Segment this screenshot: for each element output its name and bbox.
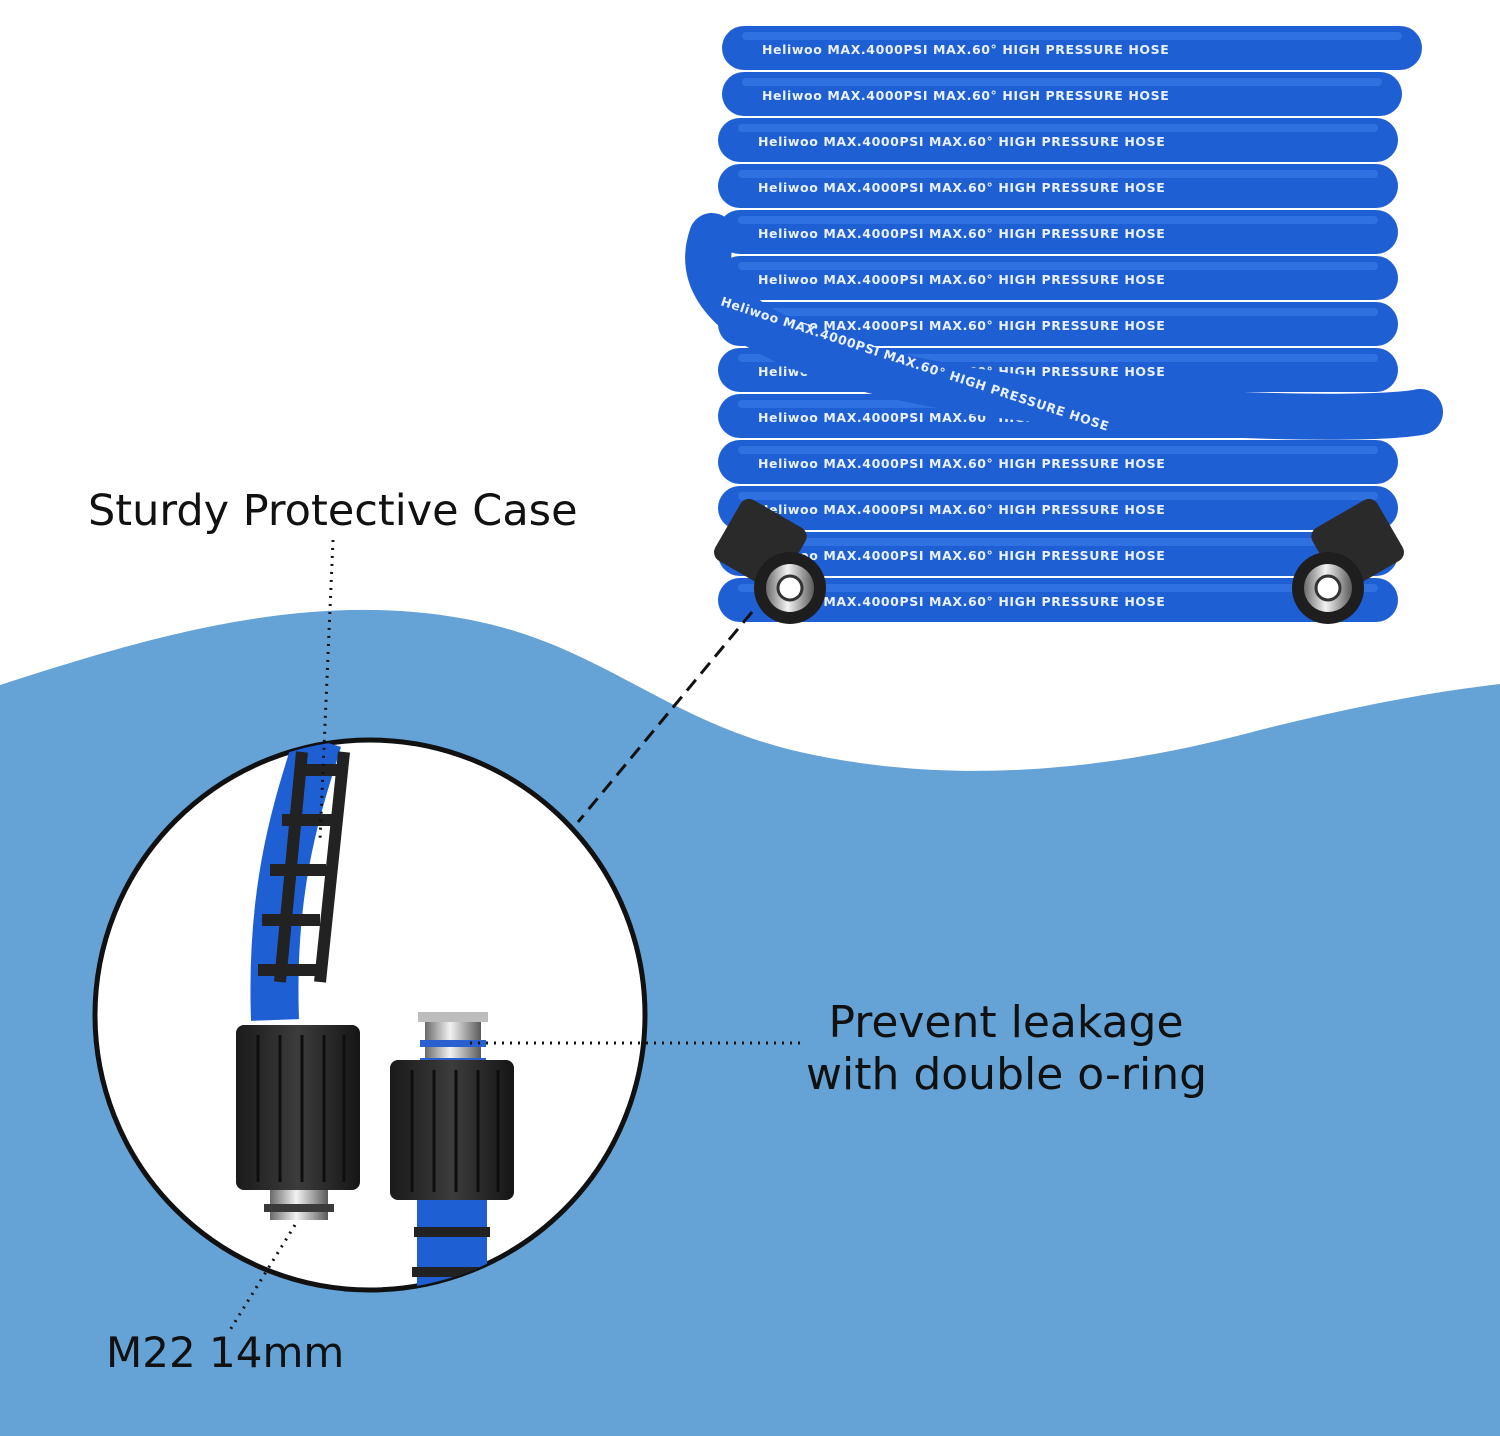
hose-loop-shine xyxy=(738,538,1378,546)
hose-print-text: Heliwoo MAX.4000PSI MAX.60° HIGH PRESSUR… xyxy=(758,272,1165,287)
callout-double-oring: Prevent leakage with double o-ring xyxy=(806,997,1208,1101)
hose-print-text: Heliwoo MAX.4000PSI MAX.60° HIGH PRESSUR… xyxy=(762,88,1169,103)
hose-crossover xyxy=(685,213,1443,440)
callout-oring-line1: Prevent leakage xyxy=(828,997,1184,1048)
hose-print-text: Heliwoo MAX.4000PSI MAX.60° HIGH PRESSUR… xyxy=(758,456,1165,471)
hose-loop-shine xyxy=(742,78,1382,86)
zoom-circle xyxy=(92,737,648,1293)
hose-coil-icon: Heliwoo MAX.4000PSI MAX.60° HIGH PRESSUR… xyxy=(685,26,1443,624)
hose-loop-shine xyxy=(742,32,1402,40)
hose-print-text: Heliwoo MAX.4000PSI MAX.60° HIGH PRESSUR… xyxy=(758,502,1165,517)
hose-print-text: Heliwoo MAX.4000PSI MAX.60° HIGH PRESSUR… xyxy=(758,318,1165,333)
callout-thread-size: M22 14mm xyxy=(106,1328,345,1377)
hose-loop-shine xyxy=(738,308,1378,316)
hose-loop-shine xyxy=(738,124,1378,132)
hose-loop-shine xyxy=(738,492,1378,500)
hose-loop-shine xyxy=(738,262,1378,270)
callout-protective-case: Sturdy Protective Case xyxy=(88,486,578,536)
hose-print-text: Heliwoo MAX.4000PSI MAX.60° HIGH PRESSUR… xyxy=(762,42,1169,57)
hose-loop-shine xyxy=(738,170,1378,178)
hose-print-text: Heliwoo MAX.4000PSI MAX.60° HIGH PRESSUR… xyxy=(758,594,1165,609)
hose-print-text: Heliwoo MAX.4000PSI MAX.60° HIGH PRESSUR… xyxy=(758,548,1165,563)
coil-fitting-icon xyxy=(1292,498,1404,624)
hose-print-text: Heliwoo MAX.4000PSI MAX.60° HIGH PRESSUR… xyxy=(758,180,1165,195)
hose-loop-shine xyxy=(738,446,1378,454)
hose-loop-shine xyxy=(738,216,1378,224)
coil-fitting-icon xyxy=(714,498,826,624)
zoom-leader-line xyxy=(576,611,754,823)
protective-case-icon xyxy=(258,751,350,983)
callout-oring-line2: with double o-ring xyxy=(806,1049,1208,1100)
hose-print-text: Heliwoo MAX.4000PSI MAX.60° HIGH PRESSUR… xyxy=(758,134,1165,149)
hose-loop-shine xyxy=(738,584,1378,592)
threaded-fitting-icon xyxy=(236,1025,360,1220)
hose-print-text: Heliwoo MAX.4000PSI MAX.60° HIGH PRESSUR… xyxy=(758,226,1165,241)
